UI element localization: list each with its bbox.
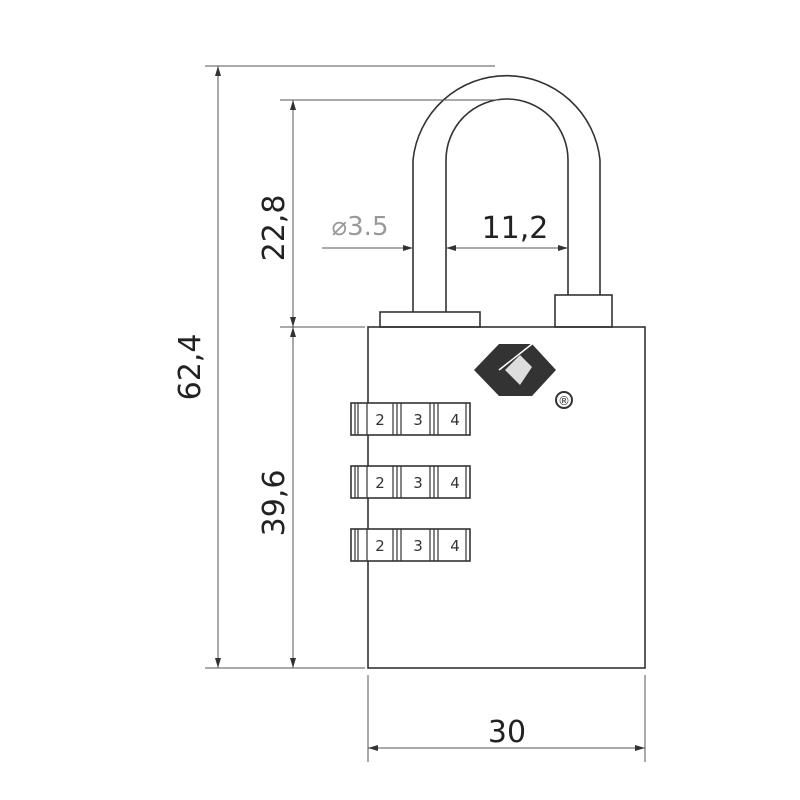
registered-mark: ® [558,394,570,408]
dim-body-width: 30 [488,715,526,750]
dial-digit: 2 [375,537,385,555]
dim-total-height: 62,4 [173,334,208,401]
dial-digit: 3 [413,411,423,429]
combination-dial[interactable]: 2 3 4 [350,528,471,562]
dial-digit: 3 [413,474,423,492]
shackle [412,74,601,312]
dial-digit: 2 [375,474,385,492]
dim-shackle-clearance: 22,8 [257,195,292,262]
dial-digit: 4 [450,474,460,492]
right-collar [554,294,613,328]
shackle-inner [445,98,569,312]
combination-dial[interactable]: 2 3 4 [350,402,471,436]
dial-digit: 4 [450,411,460,429]
dim-shackle-inner-width: 11,2 [482,211,549,246]
combination-dial[interactable]: 2 3 4 [350,465,471,499]
dial-digit: 2 [375,411,385,429]
left-collar [379,311,481,328]
dim-shackle-diameter: ⌀3.5 [331,212,388,242]
dial-digit: 3 [413,537,423,555]
dial-digit: 4 [450,537,460,555]
dim-body-height: 39,6 [257,470,292,537]
tsa-logo-icon: ® [474,343,573,409]
